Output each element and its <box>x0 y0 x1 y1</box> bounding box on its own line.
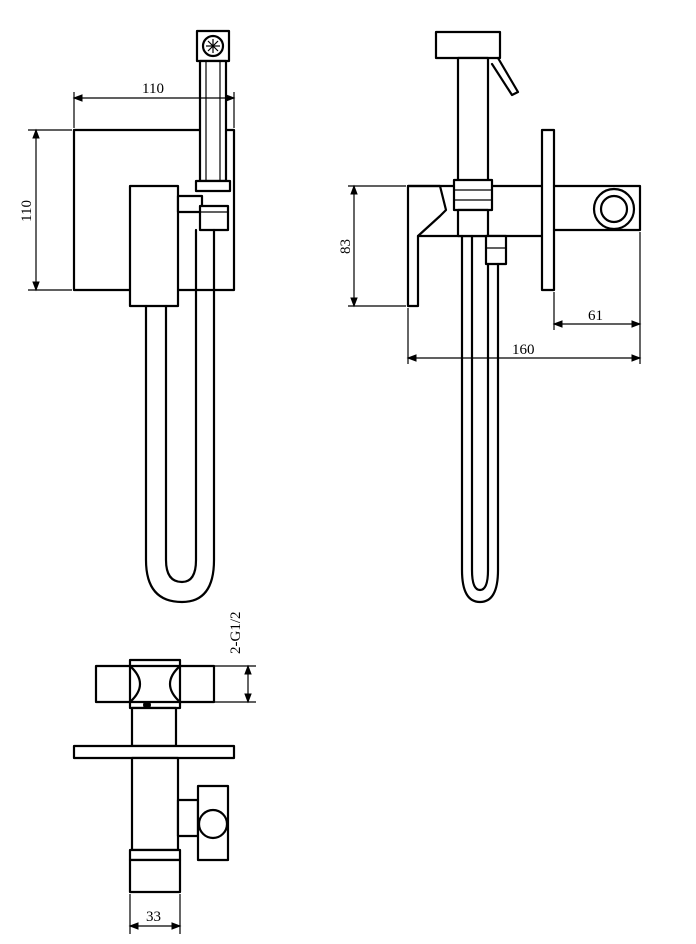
side-height-dimension: 83 <box>338 239 354 254</box>
bottom-valve-stem <box>130 706 178 748</box>
side-spray-handle <box>456 56 490 184</box>
bottom-plate <box>72 744 236 760</box>
side-spray-head <box>434 30 502 60</box>
side-spray-trigger <box>490 56 520 97</box>
side-total-dimension: 160 <box>512 342 535 358</box>
side-collar <box>452 178 494 212</box>
front-connector <box>176 194 204 214</box>
bottom-side-connector <box>176 798 200 838</box>
side-wall-plate <box>540 128 556 292</box>
bottom-left-inlet <box>94 664 132 704</box>
front-holder-collar <box>194 179 232 193</box>
bottom-outlet <box>128 858 182 894</box>
bottom-valve-cross <box>128 658 182 710</box>
bottom-side-knob <box>196 784 230 862</box>
side-depth-dimension: 61 <box>588 308 603 324</box>
front-spray-handle <box>198 59 228 183</box>
front-spray-nozzle-icon <box>201 34 225 58</box>
bottom-knob-ring-icon <box>197 808 229 840</box>
bottom-outlet-nut <box>128 848 182 862</box>
side-hose-nut <box>456 208 490 238</box>
bottom-right-inlet <box>178 664 216 704</box>
front-valve-body <box>128 184 180 308</box>
side-small-fitting <box>484 234 508 266</box>
front-hose-nut <box>198 204 230 232</box>
bottom-width-dimension: 33 <box>146 909 161 925</box>
bottom-thread-dimension: 2-G1/2 <box>228 612 244 655</box>
front-width-dimension: 110 <box>142 81 164 97</box>
side-rear-outlet <box>552 184 642 232</box>
side-view: 83 61 160 <box>338 30 642 604</box>
side-outlet-ring-icon <box>592 187 636 231</box>
front-height-dimension: 110 <box>19 200 35 222</box>
side-hose <box>460 234 500 604</box>
front-nozzle-pattern <box>206 39 220 53</box>
bottom-view: 2-G1/2 33 <box>72 612 256 934</box>
bottom-lower-body <box>130 756 180 852</box>
front-view: 110 110 <box>19 29 236 604</box>
side-valve-housing <box>406 184 448 308</box>
front-hose <box>144 228 216 604</box>
